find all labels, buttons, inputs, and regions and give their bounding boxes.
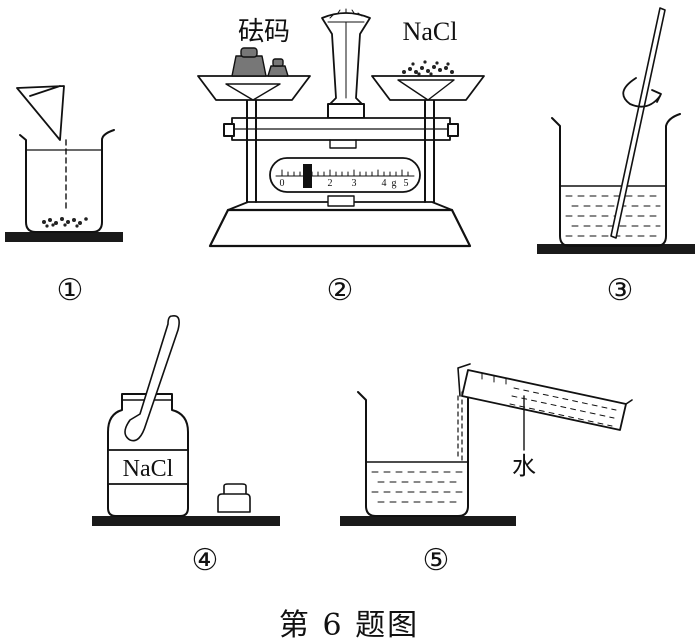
scale-tick-2: 2 xyxy=(328,178,333,189)
solution-5 xyxy=(371,471,463,503)
scale-tick-0: 0 xyxy=(280,178,285,189)
stir-arrow xyxy=(622,77,661,108)
table-surface-1 xyxy=(5,232,123,242)
scale-tick-5: 5 xyxy=(404,178,409,189)
rider xyxy=(303,164,312,188)
beaker-1 xyxy=(19,129,115,233)
balance-base xyxy=(208,208,472,248)
cylinder-graduations xyxy=(481,372,507,385)
scale-tick-3: 3 xyxy=(352,178,357,189)
bottle-label-text: NaCl xyxy=(123,456,174,482)
weight-small xyxy=(267,65,289,77)
solution-3 xyxy=(565,195,661,237)
step-3-dissolve xyxy=(537,7,695,254)
step-marker-3: ③ xyxy=(607,273,634,308)
nacl-pan-label: NaCl xyxy=(403,17,458,46)
table-surface-3 xyxy=(537,244,695,254)
water-label: 水 xyxy=(512,452,536,480)
step-marker-5: ⑤ xyxy=(423,543,450,578)
glass-rod xyxy=(610,7,666,239)
spoon xyxy=(124,314,180,442)
bottle-stopper xyxy=(217,483,251,513)
step-marker-2: ② xyxy=(327,273,354,308)
bottle-label xyxy=(107,449,189,485)
step-marker-1: ① xyxy=(57,273,84,308)
step-5-add-water: 水 xyxy=(340,363,633,526)
water-stream xyxy=(457,391,463,463)
step-marker-4: ④ xyxy=(192,543,219,578)
beaker-3 xyxy=(551,113,681,247)
step-1-weigh-in-beaker xyxy=(5,85,123,242)
solid-granules-1 xyxy=(42,217,88,228)
scale-tick-4: 4 xyxy=(382,178,387,189)
graduated-cylinder xyxy=(461,369,627,431)
scale-bar xyxy=(269,157,421,193)
step-2-balance: 0 1 2 3 4 g 5 砝码 NaCl xyxy=(197,8,485,248)
water-in-cylinder xyxy=(509,387,617,427)
paper-funnel xyxy=(16,85,65,141)
step-4-take-reagent: NaCl xyxy=(92,314,280,526)
table-surface-4 xyxy=(92,516,280,526)
weight-large xyxy=(231,55,267,77)
scale-tick-1: 1 xyxy=(304,178,309,189)
nacl-pile xyxy=(402,60,454,76)
scale-unit: g xyxy=(392,178,397,189)
weights-label: 砝码 xyxy=(238,17,290,47)
figure-caption: 第 6 题图 xyxy=(278,608,420,643)
table-surface-5 xyxy=(340,516,516,526)
scale-ticks xyxy=(281,169,409,177)
